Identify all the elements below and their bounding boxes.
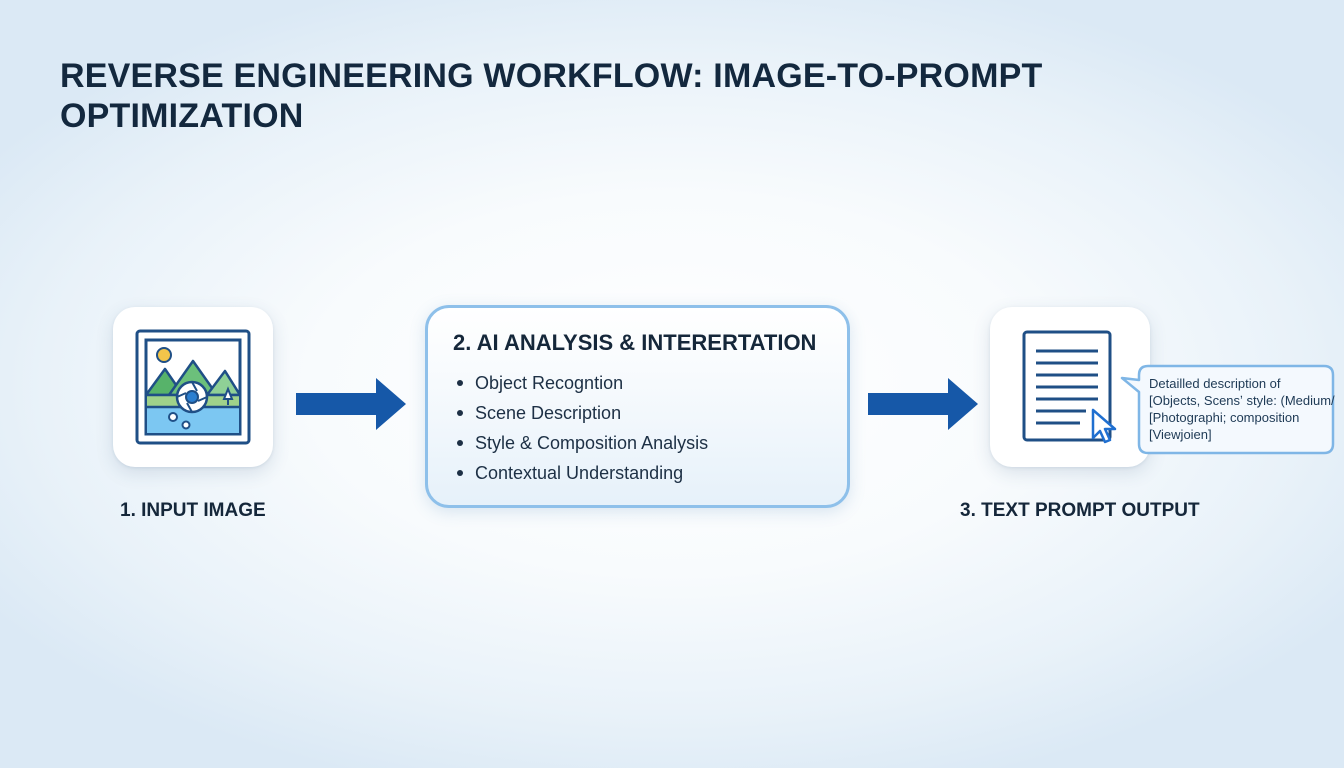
- bullet-icon: [457, 380, 463, 386]
- bullet-icon: [457, 440, 463, 446]
- text-output-label: 3. TEXT PROMPT OUTPUT: [960, 500, 1200, 521]
- page-title: REVERSE ENGINEERING WORKFLOW: IMAGE-TO-P…: [60, 57, 1043, 135]
- arrow-right-icon: [296, 378, 406, 430]
- input-image-card: [113, 307, 273, 467]
- list-item: Style & Composition Analysis: [453, 428, 823, 458]
- ai-analysis-box: 2. AI ANALYSIS & INTERERTATION Object Re…: [425, 305, 850, 508]
- document-cursor-icon: [1022, 330, 1117, 444]
- bullet-icon: [457, 470, 463, 476]
- landscape-image-icon: [135, 329, 251, 445]
- speech-bubble: [1120, 364, 1335, 455]
- prompt-output-text: Detailled description of [Objects, Scens…: [1149, 376, 1335, 442]
- arrow-right-icon: [868, 378, 978, 430]
- analysis-list: Object Recogntion Scene Description Styl…: [453, 368, 823, 488]
- input-image-label: 1. INPUT IMAGE: [120, 500, 266, 521]
- text-output-card: [990, 307, 1150, 467]
- list-item: Contextual Understanding: [453, 458, 823, 488]
- list-item: Object Recogntion: [453, 368, 823, 398]
- ai-analysis-title: 2. AI ANALYSIS & INTERERTATION: [453, 330, 817, 355]
- bullet-icon: [457, 410, 463, 416]
- list-item: Scene Description: [453, 398, 823, 428]
